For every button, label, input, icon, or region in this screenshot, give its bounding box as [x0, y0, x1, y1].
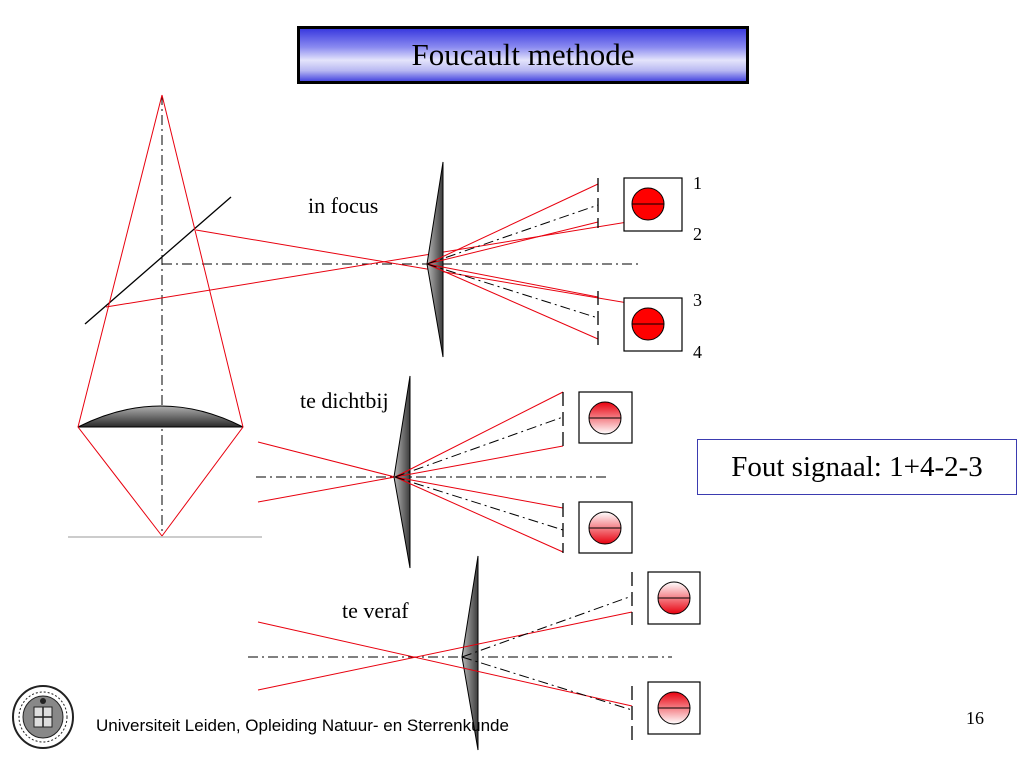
incoming-ray-lower	[257, 476, 396, 503]
reflected-ray-upper	[195, 229, 641, 306]
ray-to-detector-2	[426, 221, 599, 265]
label-too-far: te veraf	[342, 598, 409, 623]
case-too-close: te dichtbij	[256, 375, 633, 569]
ray-to-detector-1	[426, 183, 599, 265]
flat-mirror	[84, 196, 232, 325]
detector-label-1: 1	[693, 173, 702, 193]
university-seal-icon	[12, 685, 74, 749]
chief-ray-upper	[426, 204, 599, 265]
label-in-focus: in focus	[308, 193, 378, 218]
detector-label-2: 2	[693, 224, 702, 244]
incoming-ray-upper	[257, 441, 396, 478]
knife-edge-prism	[426, 161, 444, 358]
chief-ray-lower	[426, 263, 599, 319]
case-too-far: te veraf	[248, 555, 701, 751]
slide-title: Foucault methode	[297, 26, 749, 84]
cone-ray-left	[77, 94, 163, 537]
reflected-ray-lower	[105, 219, 641, 308]
telescope-setup	[68, 94, 641, 538]
page-number: 16	[966, 708, 984, 728]
cone-ray-right	[161, 94, 244, 537]
case-in-focus: in focus 1 2 3 4	[308, 161, 702, 362]
ray-to-detector-4	[426, 263, 599, 340]
label-too-close: te dichtbij	[300, 388, 389, 413]
ray-to-detector-3	[426, 263, 599, 298]
knife-edge-prism	[461, 555, 479, 751]
detector-label-4: 4	[693, 342, 702, 362]
detector-label-3: 3	[693, 290, 702, 310]
primary-mirror	[77, 405, 244, 428]
error-signal-box: Fout signaal: 1+4-2-3	[697, 439, 1017, 495]
knife-edge-prism	[393, 375, 411, 569]
footer-institution: Universiteit Leiden, Opleiding Natuur- e…	[96, 716, 509, 735]
